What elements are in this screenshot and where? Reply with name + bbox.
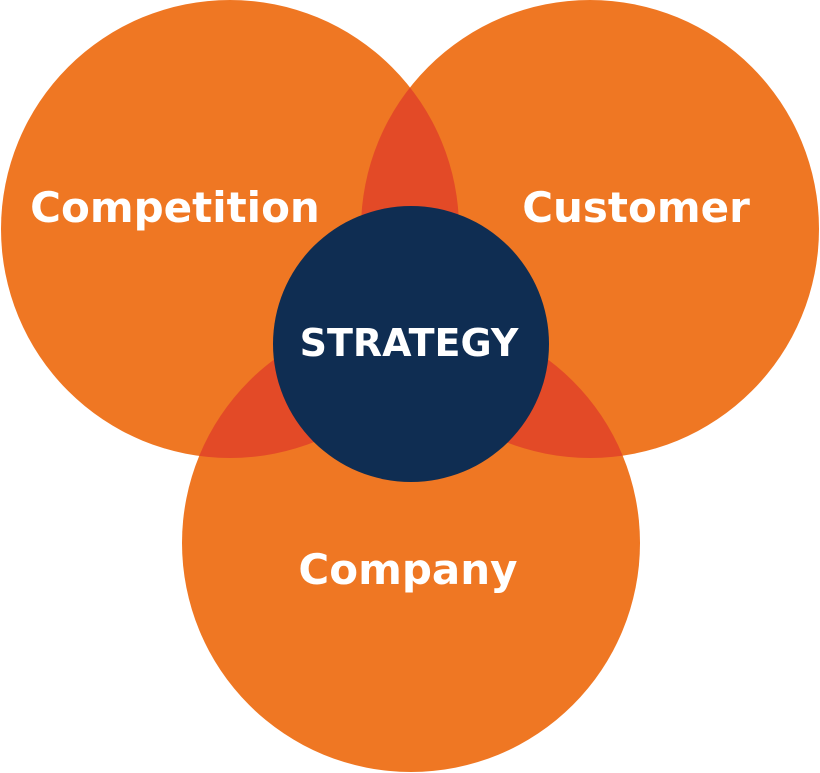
overlap-competition-company <box>182 314 459 458</box>
competition-label: Competition <box>30 183 320 232</box>
strategy-circle <box>273 206 549 482</box>
customer-label: Customer <box>522 183 750 232</box>
strategy-label: STRATEGY <box>300 321 519 365</box>
overlap-customer-company <box>361 314 640 458</box>
company-label: Company <box>298 545 517 594</box>
